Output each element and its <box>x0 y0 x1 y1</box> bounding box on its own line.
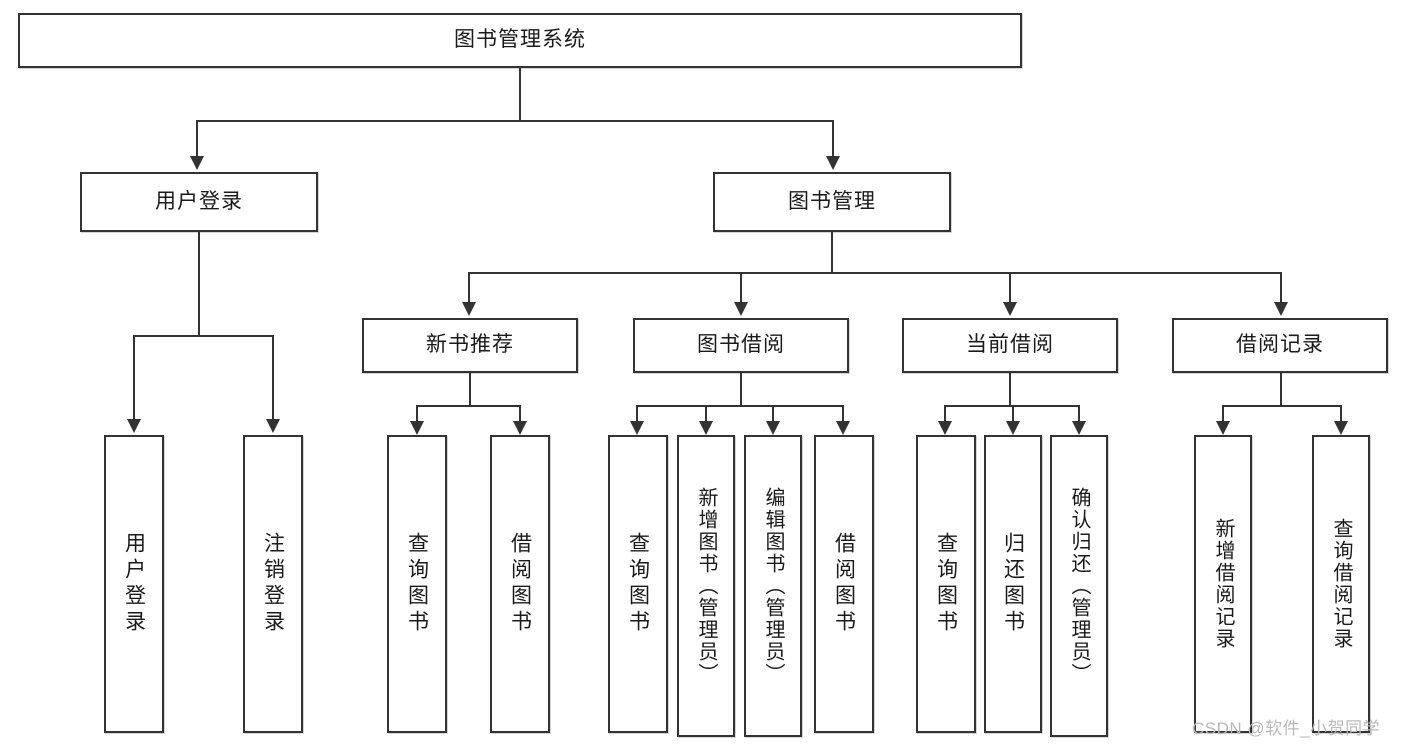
connector-bb-drop-1 <box>636 405 638 423</box>
connector-bb-drop-4 <box>842 405 844 423</box>
connector-bm-drop-2 <box>740 272 742 304</box>
connector-cb-drop-2 <box>1012 405 1014 423</box>
csdn-watermark: CSDN @软件_小贺同学 <box>1192 719 1381 738</box>
leaf-add-record-label: 新增借阅记录 <box>1212 518 1234 650</box>
arrowhead-leaf-query-record <box>1334 421 1348 435</box>
node-user-login-label: 用户登录 <box>155 189 243 213</box>
arrowhead-root-to-book-manage <box>826 156 840 170</box>
leaf-borrow-book-1-label: 借阅图书 <box>508 532 532 636</box>
connector-user-login-drop-1 <box>133 335 135 421</box>
connector-br-drop-1 <box>1222 405 1224 423</box>
leaf-user-logout[interactable]: 注销登录 <box>243 435 303 733</box>
arrowhead-leaf-query-book-3 <box>938 421 952 435</box>
connector-bm-drop-4 <box>1280 272 1282 304</box>
arrowhead-root-to-user-login <box>190 156 204 170</box>
arrowhead-leaf-user-login <box>127 419 141 433</box>
connector-root-to-user-login <box>196 120 198 158</box>
arrowhead-leaf-user-logout <box>266 419 280 433</box>
leaf-add-record[interactable]: 新增借阅记录 <box>1194 435 1252 733</box>
leaf-user-login-label: 用户登录 <box>122 532 146 636</box>
connector-nbr-drop-1 <box>416 405 418 423</box>
arrowhead-node-borrow-record <box>1274 302 1288 316</box>
connector-user-login-drop-2 <box>272 335 274 421</box>
connector-bm-drop-1 <box>468 272 470 304</box>
connector-user-login-trunk <box>198 232 200 335</box>
leaf-edit-book[interactable]: 编辑图书（管理员） <box>744 435 802 737</box>
connector-bm-drop-3 <box>1009 272 1011 304</box>
arrowhead-node-current-borrow <box>1003 302 1017 316</box>
leaf-query-record-label: 查询借阅记录 <box>1330 518 1352 650</box>
leaf-query-book-2-label: 查询图书 <box>626 532 650 636</box>
connector-nbr-trunk <box>469 373 471 407</box>
leaf-query-book-3[interactable]: 查询图书 <box>916 435 976 733</box>
arrowhead-leaf-return-book <box>1006 421 1020 435</box>
connector-br-drop-2 <box>1340 405 1342 423</box>
leaf-query-book-1[interactable]: 查询图书 <box>387 435 447 733</box>
connector-nbr-drop-2 <box>519 405 521 423</box>
leaf-confirm-return-label: 确认归还（管理员） <box>1068 487 1090 685</box>
arrowhead-leaf-add-book <box>699 421 713 435</box>
connector-bb-trunk <box>740 373 742 407</box>
leaf-borrow-book-1[interactable]: 借阅图书 <box>490 435 550 733</box>
arrowhead-leaf-add-record <box>1216 421 1230 435</box>
connector-root-to-book-manage <box>832 120 834 158</box>
arrowhead-node-book-borrow <box>734 302 748 316</box>
connector-root-bar <box>196 120 834 122</box>
node-root-label: 图书管理系统 <box>454 28 586 52</box>
leaf-add-book-label: 新增图书（管理员） <box>695 487 717 685</box>
leaf-query-record[interactable]: 查询借阅记录 <box>1312 435 1370 733</box>
connector-br-trunk <box>1280 373 1282 407</box>
leaf-query-book-2[interactable]: 查询图书 <box>608 435 668 733</box>
leaf-borrow-book-2[interactable]: 借阅图书 <box>814 435 874 733</box>
node-book-borrow[interactable]: 图书借阅 <box>633 318 849 373</box>
arrowhead-leaf-borrow-book-1 <box>513 421 527 435</box>
connector-br-bar <box>1222 405 1342 407</box>
arrowhead-leaf-query-book-1 <box>410 421 424 435</box>
connector-user-login-bar <box>133 335 274 337</box>
leaf-borrow-book-2-label: 借阅图书 <box>832 532 856 636</box>
leaf-return-book-label: 归还图书 <box>1001 532 1025 636</box>
arrowhead-leaf-edit-book <box>766 421 780 435</box>
node-current-borrow[interactable]: 当前借阅 <box>902 318 1118 373</box>
node-book-manage[interactable]: 图书管理 <box>713 172 951 232</box>
leaf-return-book[interactable]: 归还图书 <box>984 435 1042 733</box>
node-book-manage-label: 图书管理 <box>788 189 876 213</box>
connector-bb-drop-2 <box>705 405 707 423</box>
node-new-book-recommend-label: 新书推荐 <box>426 333 514 357</box>
node-current-borrow-label: 当前借阅 <box>966 333 1054 357</box>
leaf-query-book-1-label: 查询图书 <box>405 532 429 636</box>
connector-cb-trunk <box>1009 373 1011 407</box>
leaf-edit-book-label: 编辑图书（管理员） <box>762 487 784 685</box>
node-new-book-recommend[interactable]: 新书推荐 <box>362 318 578 373</box>
node-borrow-record[interactable]: 借阅记录 <box>1172 318 1388 373</box>
node-root[interactable]: 图书管理系统 <box>18 13 1022 68</box>
leaf-add-book[interactable]: 新增图书（管理员） <box>677 435 735 737</box>
arrowhead-leaf-confirm-return <box>1072 421 1086 435</box>
arrowhead-node-new-book-recommend <box>462 302 476 316</box>
connector-bb-bar <box>636 405 844 407</box>
connector-cb-drop-3 <box>1078 405 1080 423</box>
node-borrow-record-label: 借阅记录 <box>1236 333 1324 357</box>
leaf-user-logout-label: 注销登录 <box>261 532 285 636</box>
connector-root-trunk <box>519 68 521 122</box>
leaf-query-book-3-label: 查询图书 <box>934 532 958 636</box>
arrowhead-leaf-query-book-2 <box>630 421 644 435</box>
connector-book-manage-trunk <box>831 232 833 274</box>
connector-nbr-bar <box>416 405 521 407</box>
node-user-login[interactable]: 用户登录 <box>80 172 318 232</box>
leaf-user-login[interactable]: 用户登录 <box>104 435 164 733</box>
connector-cb-drop-1 <box>944 405 946 423</box>
connector-bb-drop-3 <box>772 405 774 423</box>
node-book-borrow-label: 图书借阅 <box>697 333 785 357</box>
leaf-confirm-return[interactable]: 确认归还（管理员） <box>1050 435 1108 737</box>
connector-book-manage-bar <box>468 272 1282 274</box>
arrowhead-leaf-borrow-book-2 <box>836 421 850 435</box>
